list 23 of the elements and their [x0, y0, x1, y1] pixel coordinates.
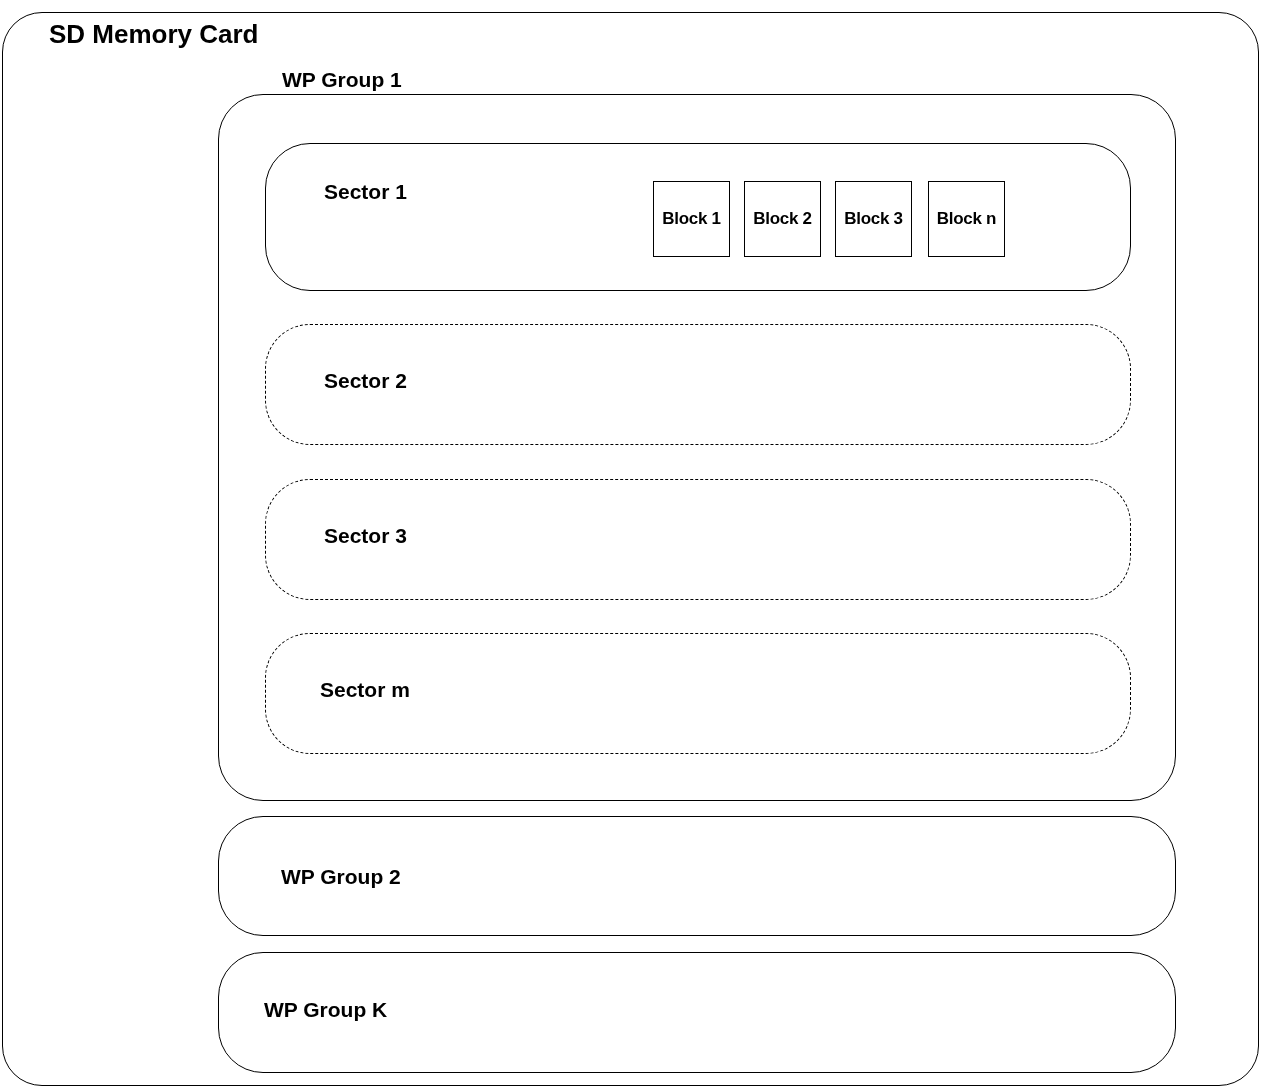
group-label: WP Group 1: [282, 68, 402, 92]
sector-label: Sector 3: [324, 524, 407, 548]
block-box: [744, 181, 821, 257]
group-frame: [218, 816, 1176, 936]
sector-box: [265, 324, 1131, 445]
card-frame: [2, 12, 1259, 1086]
group-label: WP Group 2: [281, 865, 401, 889]
sector-label: Sector 1: [324, 180, 407, 204]
sector-label: Sector 2: [324, 369, 407, 393]
block-label: Block 3: [843, 208, 904, 229]
group-frame: [218, 952, 1176, 1073]
sector-box: [265, 143, 1131, 291]
card-title: SD Memory Card: [49, 19, 259, 50]
sector-box: [265, 633, 1131, 754]
sector-label: Sector m: [320, 678, 410, 702]
sector-box: [265, 479, 1131, 600]
group-label: WP Group K: [264, 998, 388, 1022]
block-box: [653, 181, 730, 257]
block-box: [835, 181, 912, 257]
block-label: Block 1: [661, 208, 722, 229]
block-label: Block n: [935, 208, 998, 229]
block-label: Block 2: [752, 208, 813, 229]
block-box: [928, 181, 1005, 257]
